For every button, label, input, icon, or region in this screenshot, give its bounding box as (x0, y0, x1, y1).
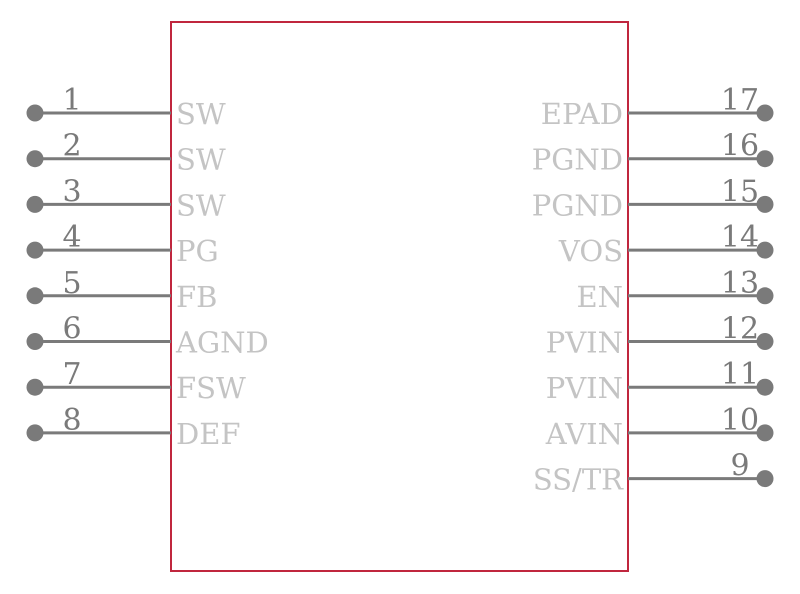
pin-number: 17 (721, 83, 759, 118)
pin-label: AGND (175, 326, 269, 360)
pin-number: 2 (62, 129, 81, 164)
pin-4: 4 PG (26, 220, 219, 268)
pin-number: 15 (721, 174, 759, 209)
pin-3: 3 SW (26, 174, 226, 222)
pin-number: 13 (721, 266, 759, 301)
pin-label: PVIN (546, 326, 623, 360)
pin-terminal-dot (756, 424, 774, 442)
pin-1: 1 SW (26, 83, 226, 131)
pin-13: 13 EN (576, 266, 774, 314)
pin-16: 16 PGND (532, 129, 774, 177)
pin-label: AVIN (545, 417, 623, 451)
pin-terminal-dot (756, 150, 774, 168)
pin-number: 5 (62, 266, 81, 301)
pin-2: 2 SW (26, 129, 226, 177)
pin-number: 9 (730, 449, 749, 484)
pin-11: 11 PVIN (546, 357, 774, 405)
pin-number: 12 (721, 312, 759, 347)
pin-14: 14 VOS (558, 220, 774, 268)
pin-terminal-dot (756, 241, 774, 259)
pin-terminal-dot (26, 424, 44, 442)
pin-label: EPAD (541, 97, 623, 131)
pin-terminal-dot (756, 195, 774, 213)
pin-number: 4 (62, 220, 81, 255)
pin-5: 5 FB (26, 266, 217, 314)
pin-number: 11 (721, 357, 759, 392)
pin-label: SW (176, 188, 226, 222)
pin-terminal-dot (756, 470, 774, 488)
pin-6: 6 AGND (26, 312, 269, 360)
pin-12: 12 PVIN (546, 312, 774, 360)
pin-label: FSW (176, 371, 246, 405)
pin-label: SS/TR (533, 463, 624, 497)
pin-terminal-dot (26, 378, 44, 396)
pin-number: 3 (62, 174, 81, 209)
pin-terminal-dot (756, 104, 774, 122)
pin-terminal-dot (26, 195, 44, 213)
pin-17: 17 EPAD (541, 83, 774, 131)
pin-label: DEF (176, 417, 241, 451)
pin-terminal-dot (756, 378, 774, 396)
pin-label: FB (176, 280, 217, 314)
pin-terminal-dot (26, 333, 44, 350)
pin-8: 8 DEF (26, 403, 241, 451)
pin-terminal-dot (26, 150, 44, 168)
pin-number: 7 (62, 357, 81, 392)
pin-10: 10 AVIN (545, 403, 774, 451)
pin-number: 10 (721, 403, 759, 438)
pin-terminal-dot (26, 287, 44, 305)
pin-number: 6 (62, 312, 81, 347)
pin-7: 7 FSW (26, 357, 246, 405)
pin-number: 14 (721, 220, 759, 255)
pin-15: 15 PGND (532, 174, 774, 222)
pin-label: EN (576, 280, 623, 314)
pin-number: 8 (62, 403, 81, 438)
pin-number: 16 (721, 129, 759, 164)
pin-terminal-dot (26, 241, 44, 259)
right-pin-group: 17EPAD16PGND15PGND14VOS13EN12PVIN11PVIN1… (532, 83, 774, 497)
pin-label: VOS (558, 234, 623, 268)
pin-label: PGND (532, 188, 623, 222)
pin-terminal-dot (756, 287, 774, 305)
pin-label: SW (176, 143, 226, 177)
pin-label: PGND (532, 143, 623, 177)
pin-number: 1 (62, 83, 81, 118)
pin-label: SW (176, 97, 226, 131)
pin-terminal-dot (26, 104, 44, 122)
pin-label: PVIN (546, 371, 623, 405)
pin-9: 9 SS/TR (533, 449, 774, 497)
pin-label: PG (176, 234, 219, 268)
pin-terminal-dot (756, 333, 774, 350)
